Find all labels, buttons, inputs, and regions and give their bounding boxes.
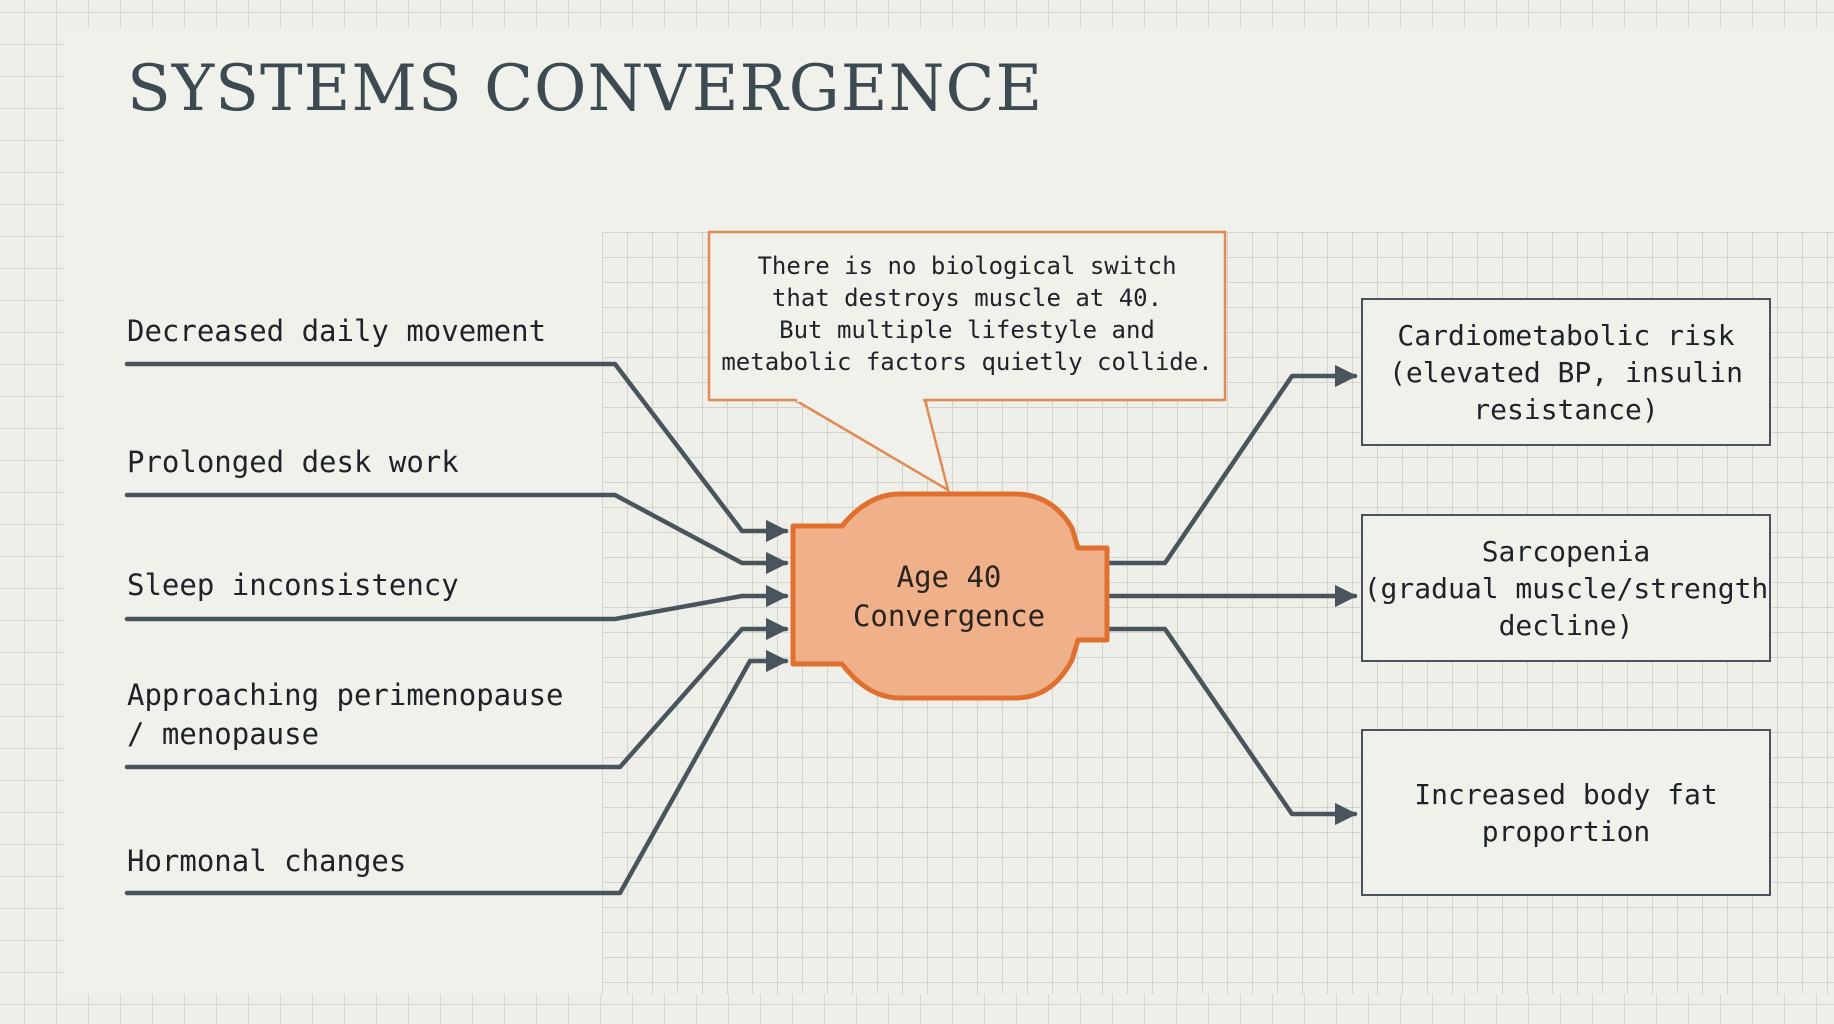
callout-pointer [790, 398, 950, 493]
connector-hormonal-changes [124, 649, 789, 896]
outcome-box-increased-body-fat: Increased body fat proportion [1361, 729, 1771, 896]
hub-label: Age 40 Convergence [852, 560, 1046, 633]
input-label-prolonged-desk-work: Prolonged desk work [127, 445, 459, 479]
input-label-approaching-perimenopause: Approaching perimenopause / menopause [127, 678, 564, 751]
outcome-box-cardiometabolic-risk: Cardiometabolic risk (elevated BP, insul… [1361, 298, 1771, 446]
connector-increased-body-fat [1105, 626, 1358, 826]
input-connectors [124, 361, 789, 896]
input-label-decreased-daily-movement: Decreased daily movement [127, 314, 547, 348]
callout [707, 230, 1227, 493]
page-title: SYSTEMS CONVERGENCE [127, 52, 1044, 126]
callout-box [707, 230, 1227, 402]
connector-prolonged-desk-work [124, 492, 789, 575]
callout-pointer-gap [797, 396, 923, 402]
connector-sleep-inconsistency [124, 584, 789, 622]
output-connectors [1105, 364, 1358, 826]
outcome-label: Sarcopenia (gradual muscle/strength decl… [1363, 534, 1769, 642]
connector-decreased-daily-movement [124, 361, 789, 543]
callout-text: There is no biological switch that destr… [721, 252, 1213, 376]
connector-cardiometabolic-risk [1105, 364, 1358, 566]
input-label-hormonal-changes: Hormonal changes [127, 844, 407, 878]
outcome-label: Cardiometabolic risk (elevated BP, insul… [1388, 318, 1743, 426]
outcome-label: Increased body fat proportion [1414, 777, 1718, 848]
outcome-box-sarcopenia: Sarcopenia (gradual muscle/strength decl… [1361, 514, 1771, 662]
input-label-sleep-inconsistency: Sleep inconsistency [127, 568, 459, 602]
connector-approaching-perimenopause [124, 617, 789, 770]
hub-shape [790, 491, 1110, 701]
